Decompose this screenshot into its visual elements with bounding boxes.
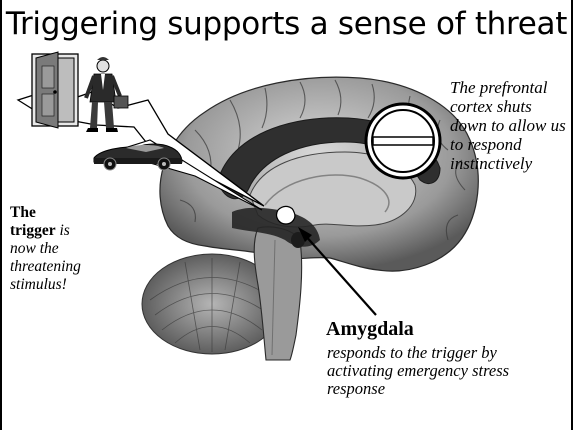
trigger-note-the: The bbox=[10, 204, 36, 221]
no-entry-icon bbox=[366, 104, 440, 178]
amygdala-label: Amygdala bbox=[326, 318, 414, 341]
trigger-note: The trigger is now the threatening stimu… bbox=[10, 204, 86, 294]
trigger-note-trigger: trigger bbox=[10, 222, 56, 239]
amygdala-shape bbox=[277, 206, 295, 224]
door-icon bbox=[32, 52, 78, 128]
prefrontal-note: The prefrontal cortex shuts down to allo… bbox=[450, 78, 568, 173]
amygdala-description: responds to the trigger by activating em… bbox=[327, 344, 557, 398]
slide-title: Triggering supports a sense of threat bbox=[0, 6, 573, 42]
car-icon bbox=[94, 144, 182, 170]
